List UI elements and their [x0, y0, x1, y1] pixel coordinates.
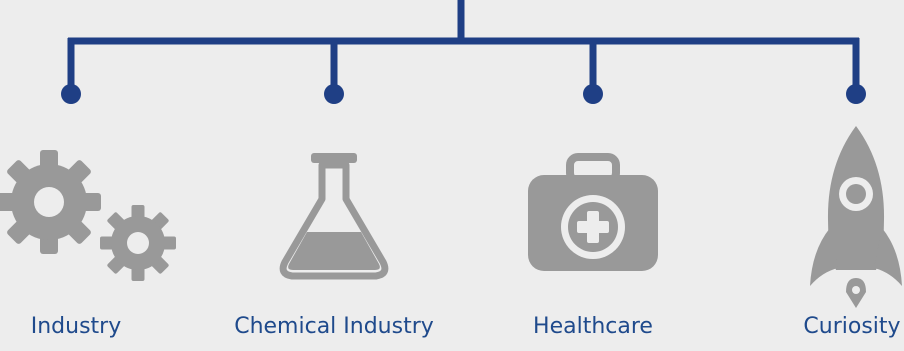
- node-dot-industry: [61, 84, 81, 104]
- connector-nodes: [61, 84, 866, 104]
- flask-icon: [279, 153, 389, 280]
- node-dot-chemical: [324, 84, 344, 104]
- category-label-industry: Industry: [30, 314, 122, 339]
- large-gear: [0, 150, 101, 254]
- connector-tree: [67, 0, 860, 93]
- category-label-curiosity: Curiosity: [803, 314, 901, 339]
- node-dot-healthcare: [583, 84, 603, 104]
- small-gear: [100, 205, 176, 281]
- first-aid-kit-icon: [528, 153, 658, 271]
- category-label-healthcare: Healthcare: [533, 314, 653, 339]
- category-label-chemical-industry: Chemical Industry: [234, 314, 434, 339]
- rocket-icon: [810, 126, 902, 308]
- node-dot-curiosity: [846, 84, 866, 104]
- gears-icon: [0, 150, 176, 281]
